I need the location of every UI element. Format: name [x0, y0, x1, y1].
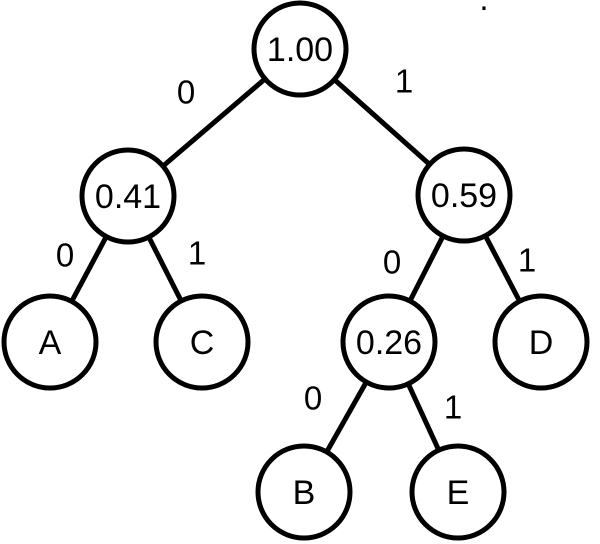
- node-circle-internal-right: [415, 146, 513, 244]
- tree-edges: [47, 47, 544, 494]
- node-internal-right-left: 0.26: [340, 293, 438, 391]
- edge-label-left-left: 0: [56, 237, 74, 274]
- edge-label-left-right: 1: [188, 235, 206, 272]
- node-label-root: 1.00: [267, 31, 333, 69]
- node-circle-internal-left: [79, 147, 177, 245]
- node-label-internal-right: 0.59: [431, 177, 497, 215]
- node-circle-root: [251, 0, 349, 98]
- edge-label-right-left-left: 0: [304, 380, 322, 417]
- node-circle-leaf-e: [409, 443, 507, 541]
- node-leaf-a: A: [1, 293, 99, 391]
- node-leaf-d: D: [492, 293, 590, 391]
- node-label-leaf-d: D: [529, 324, 554, 362]
- node-circle-leaf-b: [255, 443, 353, 541]
- edge-label-right-right: 1: [518, 242, 536, 279]
- edge-label-right-left: 0: [383, 244, 401, 281]
- node-label-leaf-c: C: [190, 324, 215, 362]
- node-internal-right: 0.59: [415, 146, 513, 244]
- stray-dot-mark: .: [479, 0, 488, 17]
- node-leaf-b: B: [255, 443, 353, 541]
- node-internal-left: 0.41: [79, 147, 177, 245]
- node-label-internal-left: 0.41: [95, 178, 161, 216]
- tree-edge-labels: 0 1 0 1 0 1 0 1: [56, 63, 536, 426]
- node-label-leaf-e: E: [447, 474, 470, 512]
- node-leaf-c: C: [153, 293, 251, 391]
- node-circle-internal-right-left: [340, 293, 438, 391]
- edge-label-right-left-right: 1: [444, 389, 462, 426]
- edge-label-root-left: 0: [177, 74, 195, 111]
- node-label-internal-right-left: 0.26: [356, 324, 422, 362]
- node-label-leaf-a: A: [39, 324, 62, 362]
- node-circle-leaf-a: [1, 293, 99, 391]
- node-root: 1.00: [251, 0, 349, 98]
- node-leaf-e: E: [409, 443, 507, 541]
- node-circle-leaf-c: [153, 293, 251, 391]
- node-label-leaf-b: B: [293, 474, 316, 512]
- tree-nodes: 1.00 0.41 0.59 A C 0.26: [1, 0, 590, 541]
- edge-label-root-right: 1: [395, 63, 413, 100]
- node-circle-leaf-d: [492, 293, 590, 391]
